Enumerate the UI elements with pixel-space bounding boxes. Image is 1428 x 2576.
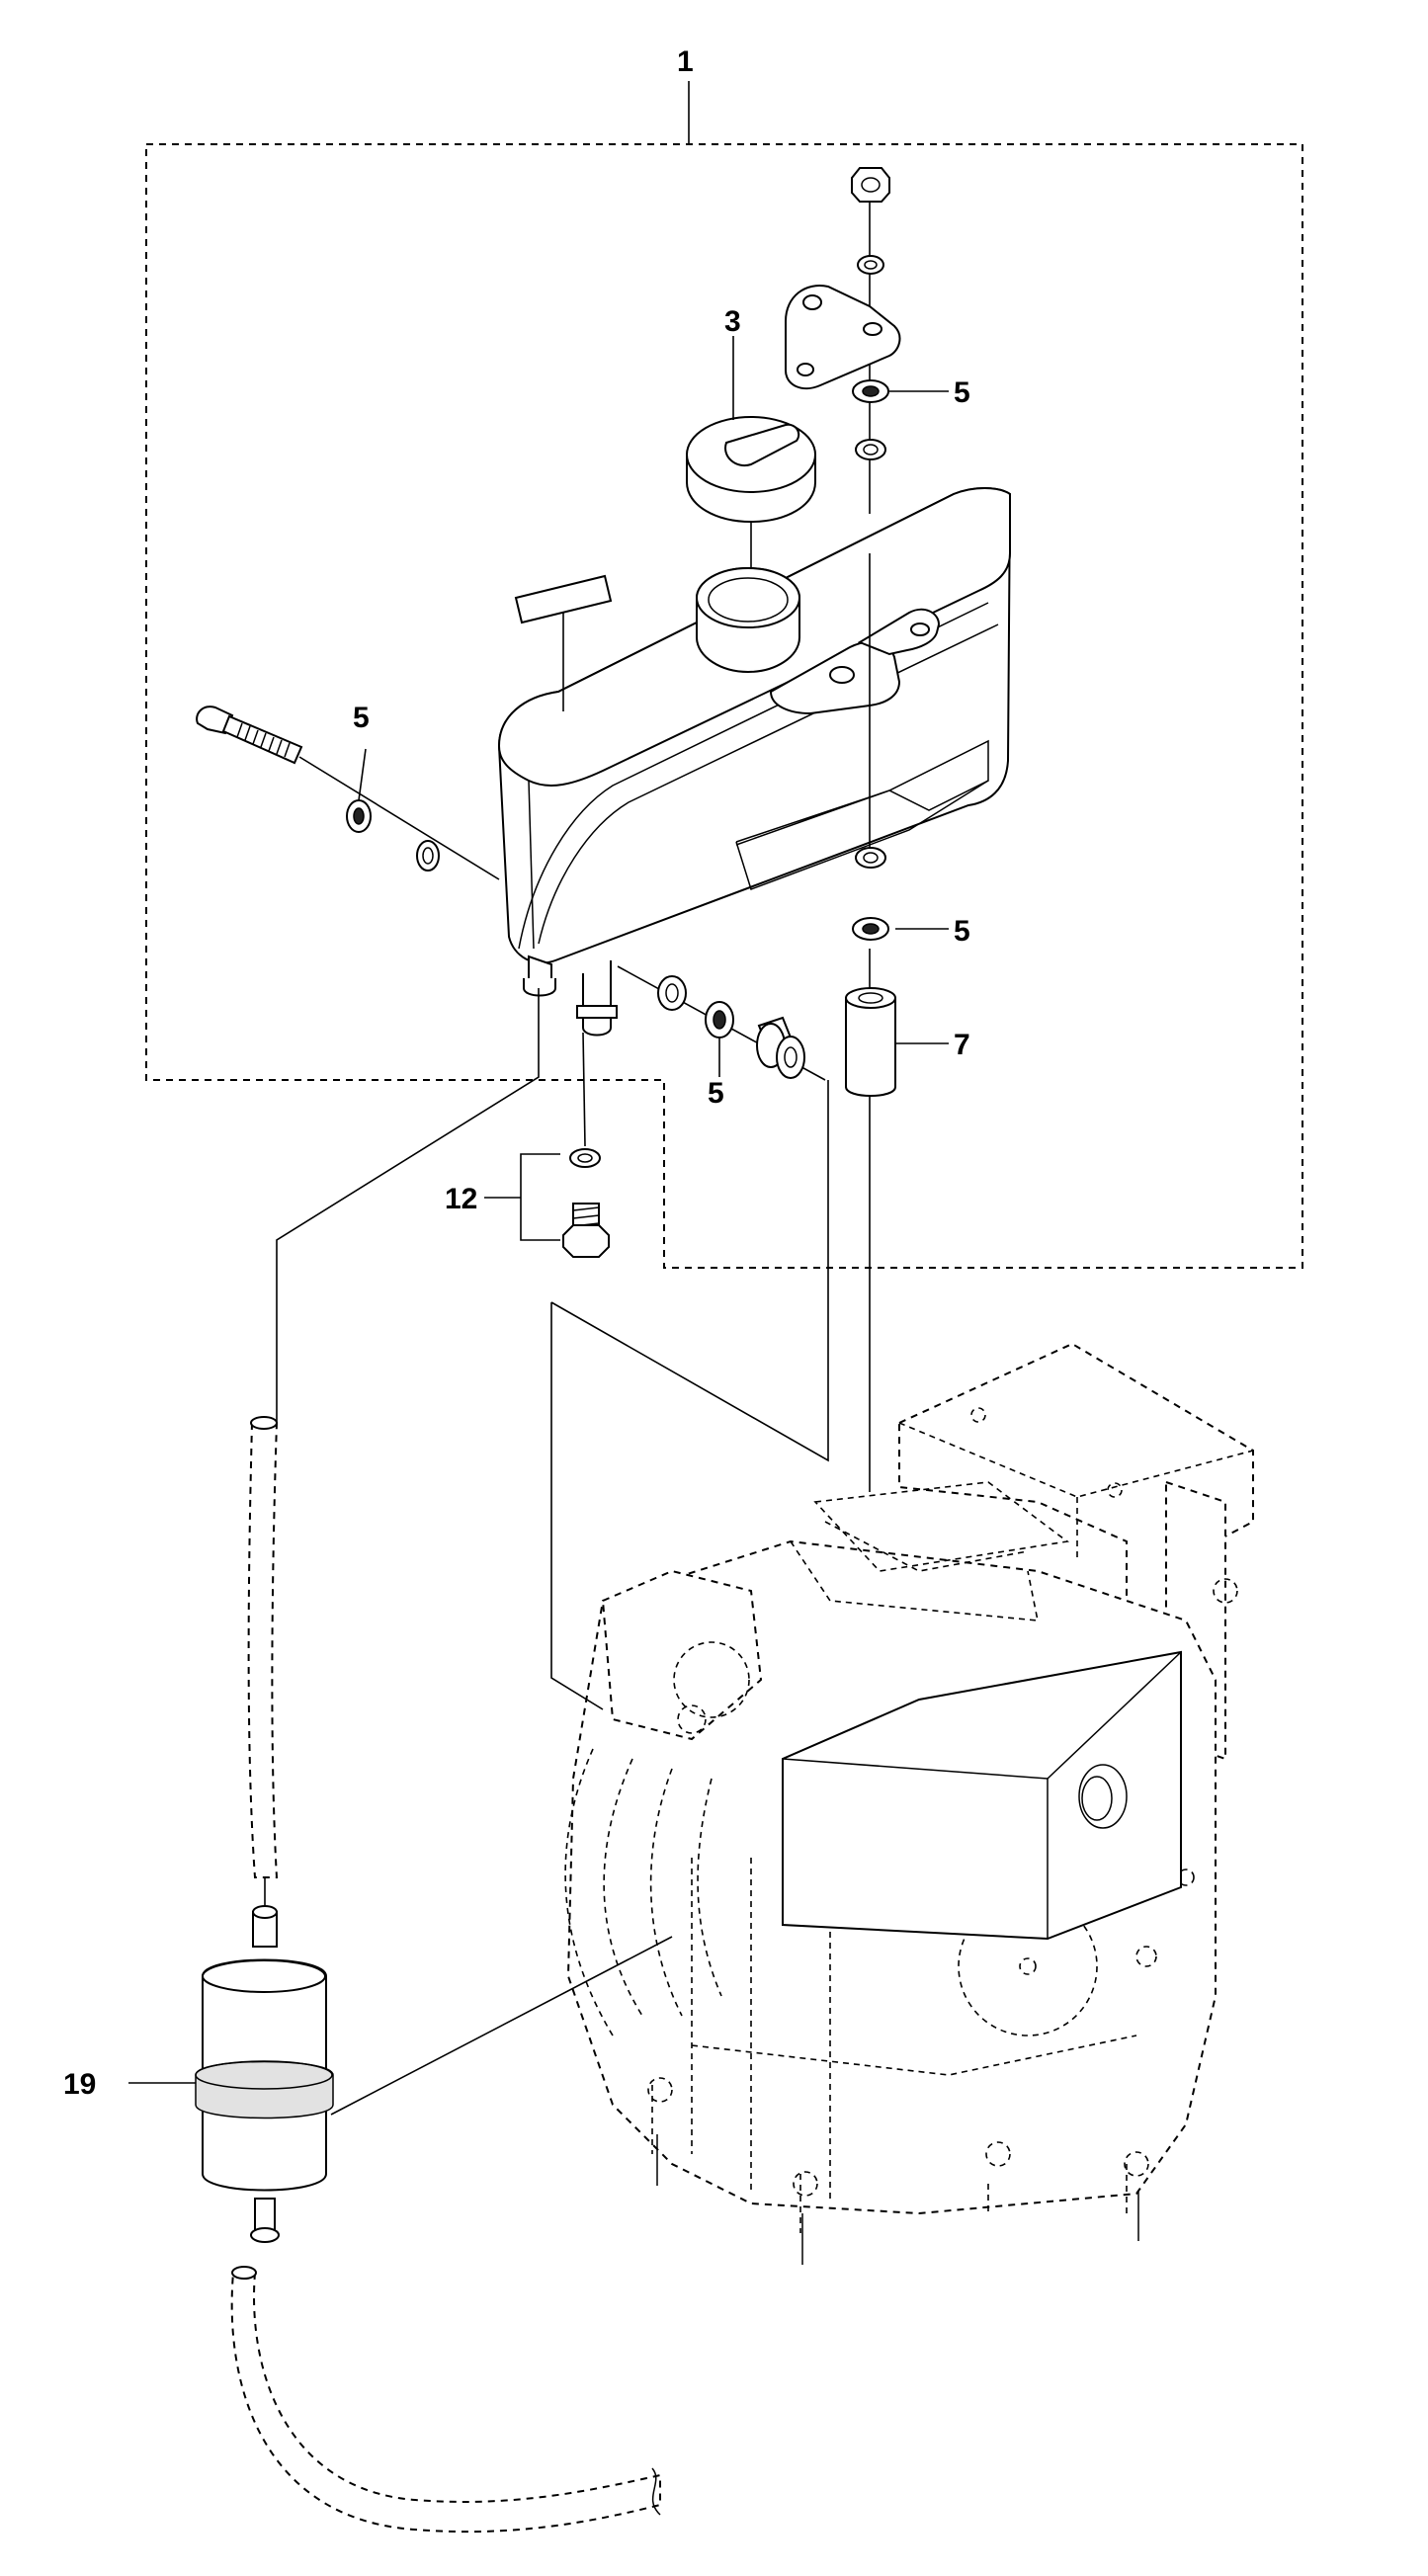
- callout-1: 1: [677, 45, 694, 78]
- callout-12: 12: [445, 1183, 477, 1215]
- mount-leaders: [550, 1080, 871, 1710]
- fuel-line-and-filter-19: [128, 988, 673, 2534]
- callout-7: 7: [954, 1029, 970, 1061]
- callout-3: 3: [724, 305, 741, 338]
- tank-mount-bolt: [196, 706, 500, 880]
- callout-19: 19: [63, 2068, 96, 2101]
- air-cleaner-cover: [782, 1650, 1182, 1941]
- right-vertical-stack: [785, 167, 949, 1097]
- callout-5-left: 5: [353, 702, 370, 734]
- drain-plug-12: [484, 1032, 610, 1258]
- callout-5-bottom: 5: [708, 1077, 724, 1110]
- spacer-7: [845, 998, 896, 1097]
- fuel-cap-3: [686, 336, 816, 568]
- fuel-tank: [497, 487, 1012, 1037]
- callout-5-upper-right: 5: [954, 376, 970, 409]
- assembly-1-boundary: [145, 81, 1303, 1269]
- callout-5-lower-right: 5: [954, 915, 970, 948]
- left-washers: [346, 748, 440, 872]
- callouts: 1 3 5 5 5 5 7 12 19: [63, 45, 970, 2101]
- side-washers-bushing: [617, 965, 826, 1081]
